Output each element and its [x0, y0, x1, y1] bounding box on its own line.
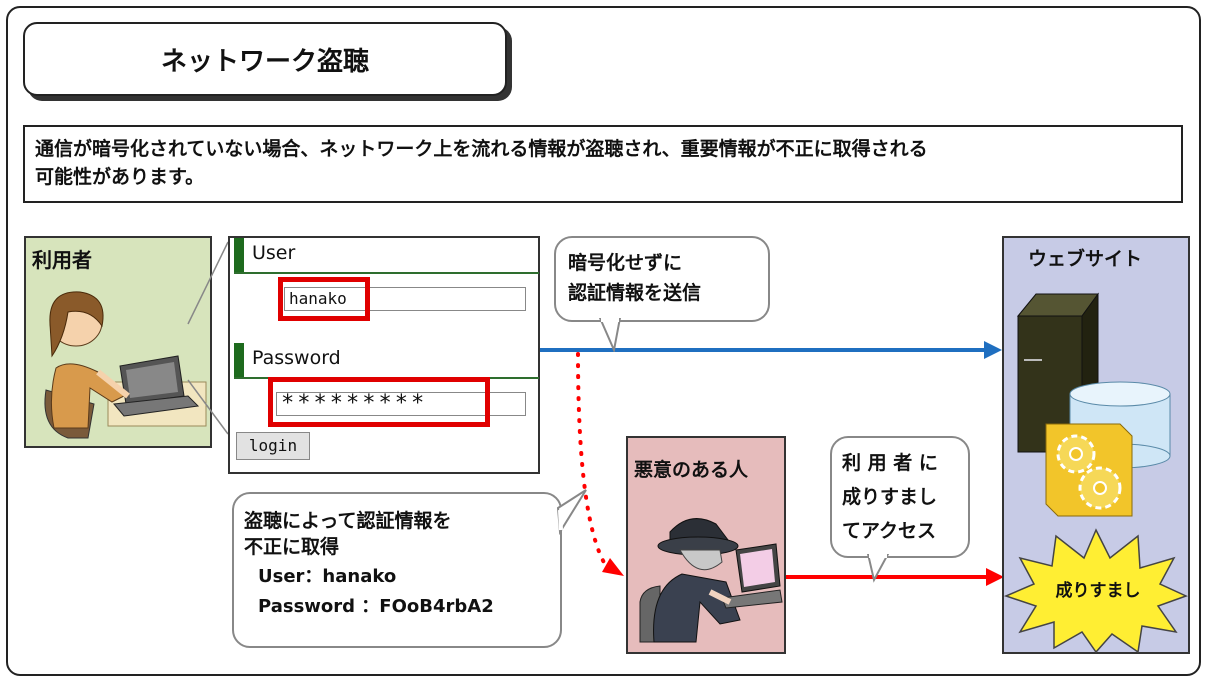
header-bar	[234, 238, 244, 272]
user-field-label: User	[252, 242, 296, 264]
page-title: ネットワーク盗聴	[23, 22, 507, 96]
description-box: 通信が暗号化されていない場合、ネットワーク上を流れる情報が盗聴され、重要情報が不…	[23, 125, 1183, 203]
user-panel-label: 利用者	[32, 248, 92, 272]
intercept-arrow-head	[602, 558, 624, 576]
burst-label: 成りすまし	[1055, 581, 1141, 601]
steal-bubble-tail	[556, 489, 587, 536]
steal-user-line: User：hanako	[258, 566, 397, 587]
send-bubble-tail	[598, 318, 622, 352]
access-bubble: 利 用 者 に 成りすまし てアクセス	[830, 436, 970, 558]
send-bubble: 暗号化せずに 認証情報を送信	[554, 236, 770, 322]
user-value-highlight	[278, 277, 370, 321]
access-bubble-tail	[866, 554, 890, 583]
user-field-header: User	[234, 238, 539, 274]
spoof-arrow-head	[986, 568, 1004, 586]
send-arrow-head	[984, 341, 1002, 359]
hacker-laptop-icon	[639, 518, 783, 643]
password-value-highlight	[268, 377, 490, 427]
burst-icon	[1004, 528, 1188, 654]
steal-heading: 盗聴によって認証情報を 不正に取得	[244, 510, 452, 558]
password-field-label: Password	[252, 347, 341, 369]
user-input[interactable]: hanako	[284, 287, 526, 311]
steal-password-line: Password ：FOoB4rbA2	[258, 596, 494, 617]
website-label: ウェブサイト	[1028, 248, 1143, 270]
intercept-dotted-line	[576, 352, 608, 568]
password-input[interactable]: *********	[276, 392, 526, 416]
zoom-connector	[186, 240, 230, 436]
header-bar	[234, 343, 244, 377]
user-woman-laptop-icon	[44, 291, 207, 439]
gears-icon	[1045, 423, 1133, 517]
steal-bubble: 盗聴によって認証情報を 不正に取得 User：hanako Password ：…	[232, 492, 562, 648]
attacker-label: 悪意のある人	[634, 459, 749, 481]
login-button[interactable]: login	[236, 432, 310, 460]
